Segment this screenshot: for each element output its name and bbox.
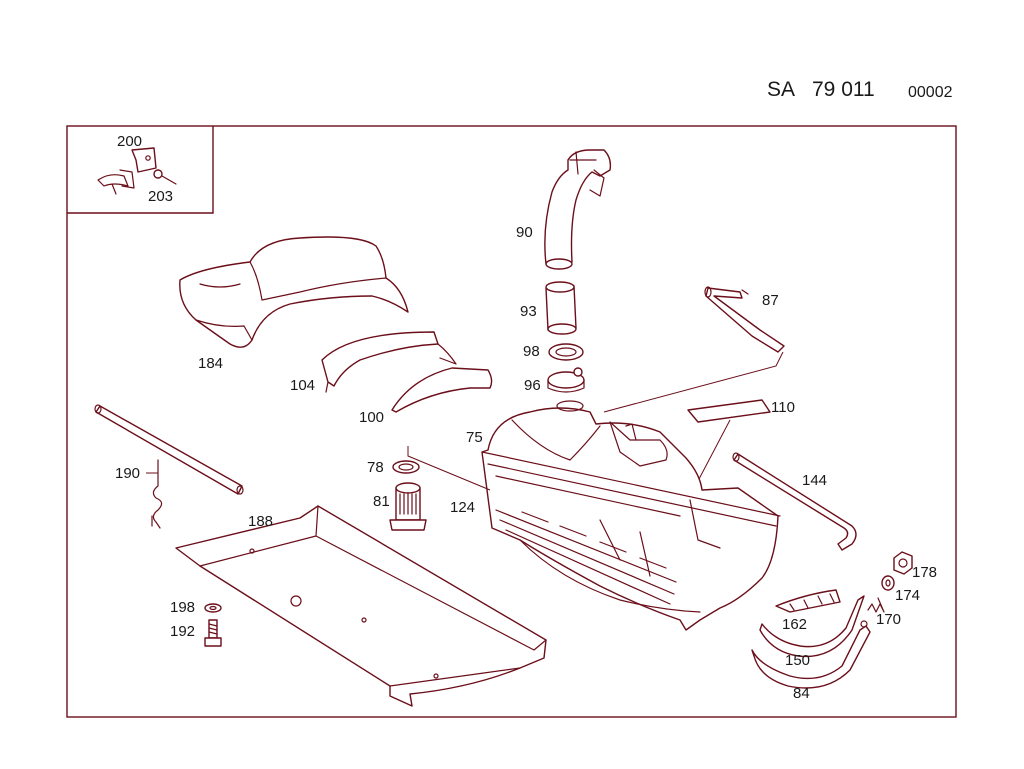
shield-100 xyxy=(391,367,493,413)
callout-203: 203 xyxy=(148,188,173,205)
strap-150 xyxy=(759,595,865,658)
callout-100: 100 xyxy=(359,409,384,426)
sender-unit-81 xyxy=(389,482,427,531)
filler-neck-90 xyxy=(544,149,612,270)
callout-200: 200 xyxy=(117,133,142,150)
callout-96: 96 xyxy=(524,377,541,394)
callout-87: 87 xyxy=(762,292,779,309)
leader-75 xyxy=(407,446,491,491)
callout-75: 75 xyxy=(466,429,483,446)
pad-162 xyxy=(775,589,841,613)
bracket-200 xyxy=(97,147,157,195)
skid-plate-188 xyxy=(175,505,547,707)
seal-78 xyxy=(392,460,420,474)
callout-174: 174 xyxy=(895,587,920,604)
callout-198: 198 xyxy=(170,599,195,616)
callout-184: 184 xyxy=(198,355,223,372)
callout-190: 190 xyxy=(115,465,140,482)
callout-188: 188 xyxy=(248,513,273,530)
callout-144: 144 xyxy=(802,472,827,489)
seal-ring-98 xyxy=(548,343,584,361)
strap-104 xyxy=(321,331,457,393)
rod-190 xyxy=(94,404,244,529)
callout-93: 93 xyxy=(520,303,537,320)
bolt-192 xyxy=(204,619,222,647)
callout-90: 90 xyxy=(516,224,533,241)
hose-93 xyxy=(545,281,577,335)
callout-78: 78 xyxy=(367,459,384,476)
callout-150: 150 xyxy=(785,652,810,669)
hose-144 xyxy=(732,452,857,551)
header-sheet-number: 00002 xyxy=(908,84,953,101)
diagram-frame xyxy=(66,125,957,718)
inset-box xyxy=(67,126,214,214)
washer-174 xyxy=(881,575,895,591)
callout-170: 170 xyxy=(876,611,901,628)
heat-shield-184 xyxy=(179,236,409,348)
callout-192: 192 xyxy=(170,623,195,640)
nut-178 xyxy=(893,551,913,575)
callout-162: 162 xyxy=(782,616,807,633)
header-number: 79 011 xyxy=(812,78,875,101)
screw-203 xyxy=(153,169,177,185)
callout-84: 84 xyxy=(793,685,810,702)
strip-124 xyxy=(495,509,677,605)
callout-81: 81 xyxy=(373,493,390,510)
callout-104: 104 xyxy=(290,377,315,394)
callout-98: 98 xyxy=(523,343,540,360)
hose-clamp-96 xyxy=(547,367,585,393)
strap-84 xyxy=(751,620,871,689)
header-prefix: SA xyxy=(767,78,795,101)
leader-87 xyxy=(603,351,784,413)
callout-178: 178 xyxy=(912,564,937,581)
fuel-tank-75 xyxy=(481,400,781,631)
callout-124: 124 xyxy=(450,499,475,516)
vent-pipe-87 xyxy=(704,286,785,353)
callout-110: 110 xyxy=(771,399,795,416)
spring-170 xyxy=(867,597,885,613)
pad-110 xyxy=(687,399,771,423)
washer-198 xyxy=(204,603,222,613)
